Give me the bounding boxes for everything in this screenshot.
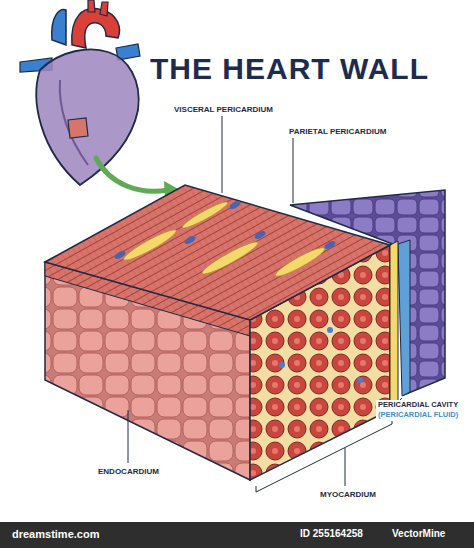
myocardium-top: [45, 185, 390, 320]
heart-icon: [20, 0, 180, 199]
image-id: ID 255164258: [300, 528, 363, 540]
part-sublabel: (PERICARDIAL FLUID): [376, 410, 460, 421]
parietal-inner-edge: [398, 240, 410, 396]
leader-lines: [128, 116, 402, 492]
part-label: ENDOCARDIUM: [96, 466, 161, 477]
diagram-title: THE HEART WALL: [150, 52, 429, 87]
author-credit: VectorMine: [392, 528, 445, 540]
visceral-layer: [390, 241, 398, 410]
part-label: MYOCARDIUM: [318, 489, 378, 500]
credit-bar: [0, 522, 474, 548]
part-label: PARIETAL PERICARDIUM: [287, 126, 388, 137]
watermark: dreamstime.com: [12, 528, 99, 541]
part-label: VISCERAL PERICARDIUM: [172, 104, 275, 115]
fiber-details: [113, 199, 363, 383]
